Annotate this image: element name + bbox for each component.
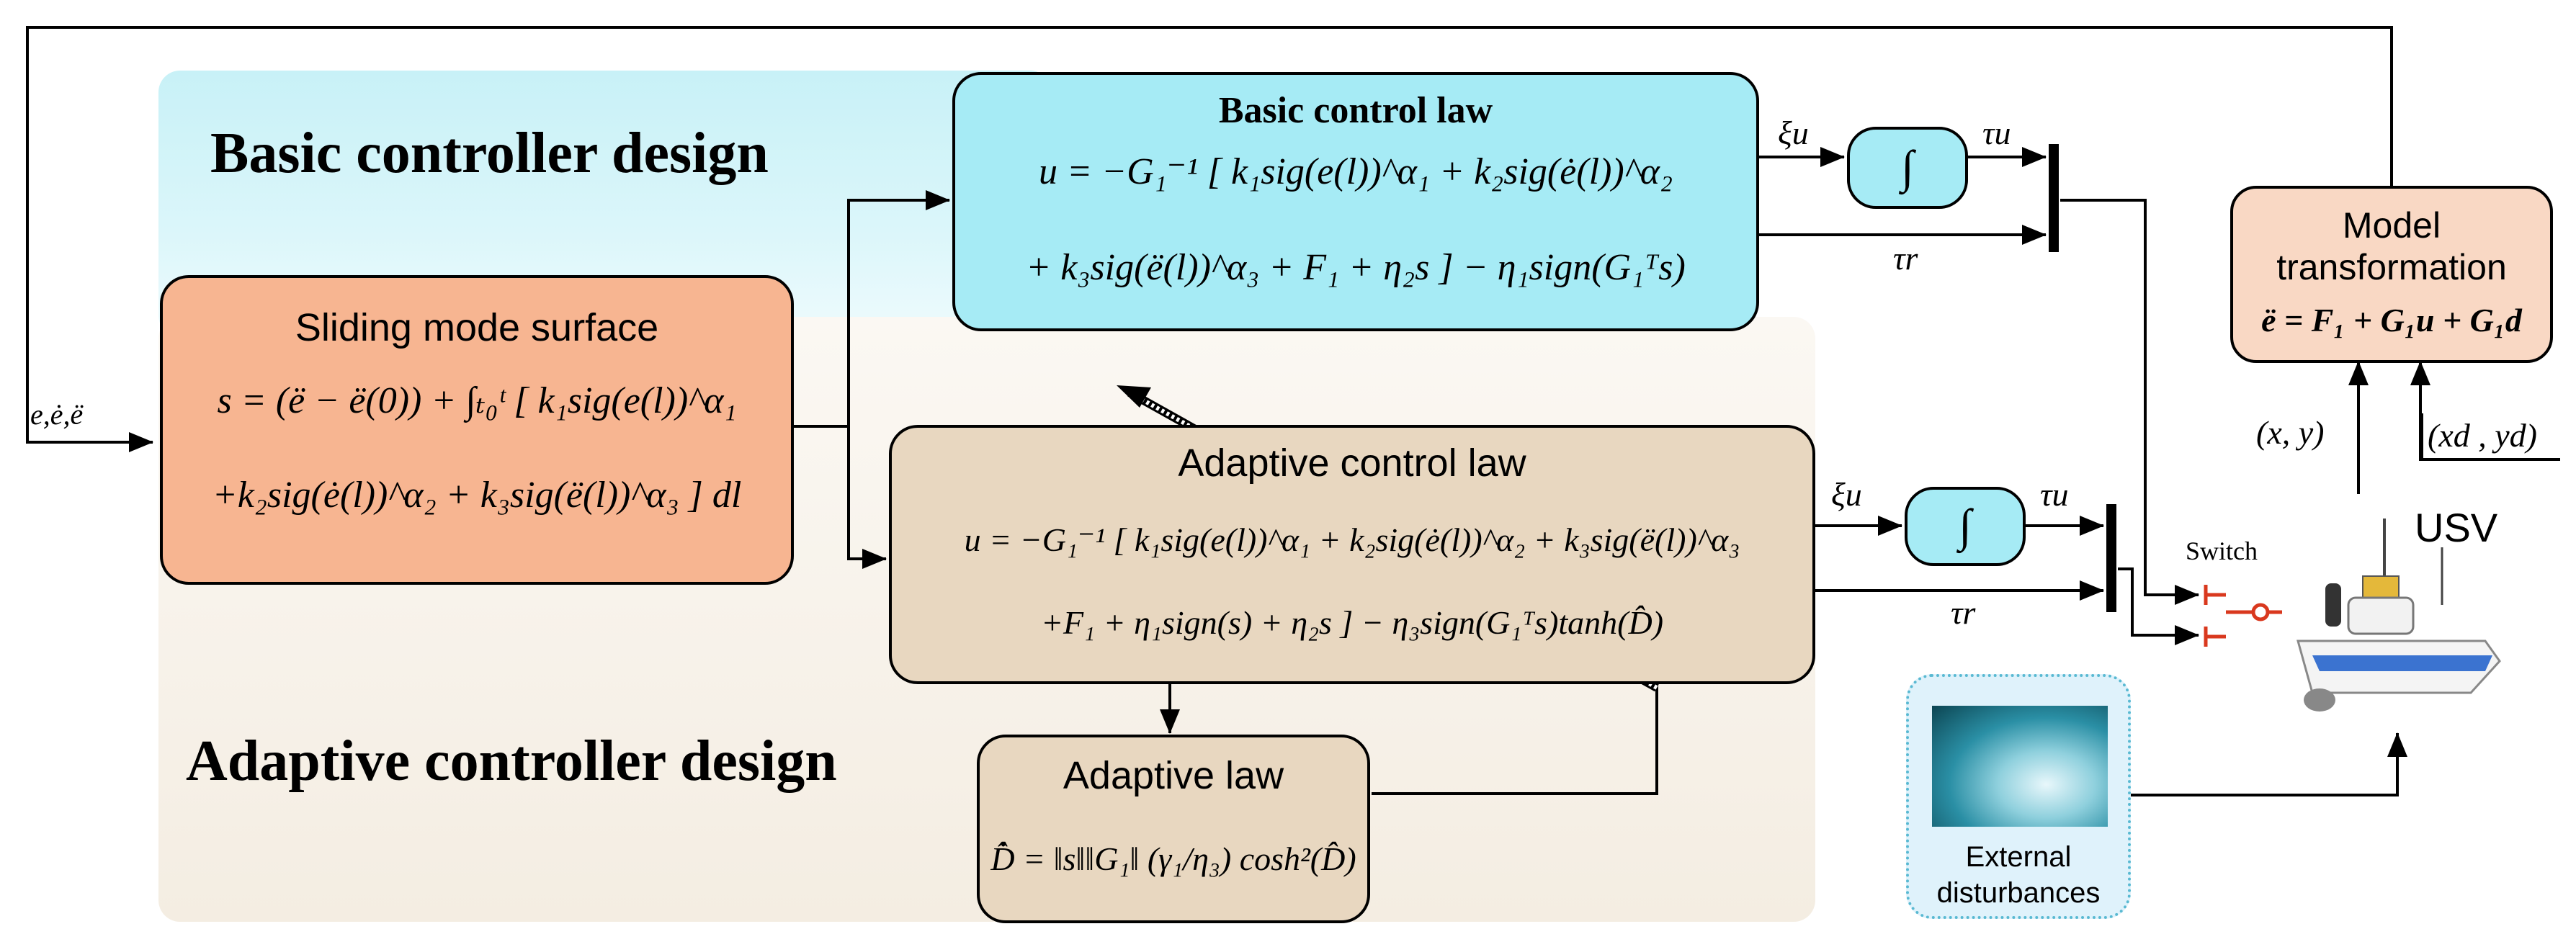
- surface-to-basic-line: [792, 190, 950, 428]
- model-title-line-1: Model: [2342, 205, 2441, 246]
- disturbance-label-line-1: External: [1965, 841, 2072, 873]
- tau-u-top-label: τu: [1982, 115, 2011, 151]
- basic-control-law-line-1: u = −G₁⁻¹ [ k₁sig(e(l))^α₁ + k₂sig(ė(l))…: [1038, 151, 1673, 192]
- integrator-top-symbol: ∫: [1901, 141, 1914, 192]
- integrator-top: ∫: [1847, 127, 1968, 209]
- switch-symbol: [2204, 585, 2282, 647]
- sliding-surface-box: Sliding mode surface s = (ë − ë(0)) + ∫ₜ…: [160, 275, 794, 585]
- switch-label: Switch: [2186, 537, 2258, 565]
- disturbance-label-line-2: disturbances: [1936, 877, 2101, 909]
- reference-label: (xd , yd): [2428, 417, 2537, 454]
- basic-mux-bar: [2049, 144, 2059, 252]
- disturbance-to-usv-line: [2129, 732, 2407, 796]
- sliding-surface-equation-line-2: +k₂sig(ė(l))^α₂ + k₃sig(ë(l))^α₃ ] dl: [212, 475, 742, 516]
- xi-u-top-label: ξu: [1778, 115, 1809, 151]
- adaptive-control-law-box: Adaptive control law u = −G₁⁻¹ [ k₁sig(e…: [889, 425, 1815, 684]
- model-transformation-box: Model transformation ë = F₁ + G₁u + G₁d: [2230, 186, 2553, 363]
- tau-r-top-label: τr: [1893, 240, 1918, 277]
- surface-to-adaptive-line: [847, 426, 887, 569]
- usv-boat-image: [2297, 519, 2501, 712]
- tau-r-bottom-label: τr: [1951, 594, 1976, 631]
- input-signal-label: e,ė,ë: [30, 398, 84, 431]
- xi-u-bottom-label: ξu: [1831, 476, 1862, 513]
- basic-control-law-line-2: + k₃sig(ë(l))^α₃ + F₁ + η₂s ] − η₁sign(G…: [1026, 247, 1686, 288]
- reference-bracket: [2420, 413, 2560, 461]
- adaptive-section-title: Adaptive controller design: [186, 730, 837, 793]
- tau-u-bottom-label: τu: [2040, 476, 2069, 513]
- adaptive-law-box: Adaptive law D̂̇ = ‖s‖‖G₁‖ (γ₁/η₃) cosh²…: [977, 735, 1370, 923]
- basic-section-title: Basic controller design: [210, 122, 769, 185]
- sliding-surface-title: Sliding mode surface: [295, 306, 659, 349]
- adaptive-control-law-line-1: u = −G₁⁻¹ [ k₁sig(e(l))^α₁ + k₂sig(ė(l))…: [964, 521, 1740, 558]
- basic-control-law-title: Basic control law: [1218, 90, 1493, 131]
- model-title-line-2: transformation: [2276, 247, 2507, 287]
- wave-image: [1932, 706, 2108, 827]
- adaptive-mux-to-switch: [2118, 567, 2199, 645]
- adaptive-control-law-line-2: +F₁ + η₁sign(s) + η₂s ] − η₃sign(G₁ᵀs)ta…: [1040, 604, 1664, 641]
- disturbance-panel: External disturbances: [1906, 674, 2131, 919]
- adaptive-control-law-title: Adaptive control law: [1178, 441, 1526, 485]
- feedback-line: [26, 26, 2393, 452]
- integrator-bottom-symbol: ∫: [1959, 500, 1972, 551]
- adaptive-law-title: Adaptive law: [1063, 754, 1284, 797]
- basic-mux-to-switch: [2060, 199, 2199, 605]
- xy-label: (x, y): [2256, 414, 2325, 451]
- adaptive-law-equation: D̂̇ = ‖s‖‖G₁‖ (γ₁/η₃) cosh²(D̂): [990, 840, 1356, 877]
- update-feedback-line: [1372, 684, 1658, 795]
- basic-control-law-box: Basic control law u = −G₁⁻¹ [ k₁sig(e(l)…: [952, 72, 1759, 331]
- integrator-bottom: ∫: [1905, 487, 2026, 566]
- adaptive-mux-bar: [2106, 504, 2116, 612]
- usv-label: USV: [2415, 505, 2498, 550]
- sliding-surface-equation-line-1: s = (ë − ë(0)) + ∫ₜ₀ᵗ [ k₁sig(e(l))^α₁: [217, 380, 737, 421]
- model-equation: ë = F₁ + G₁u + G₁d: [2261, 302, 2522, 338]
